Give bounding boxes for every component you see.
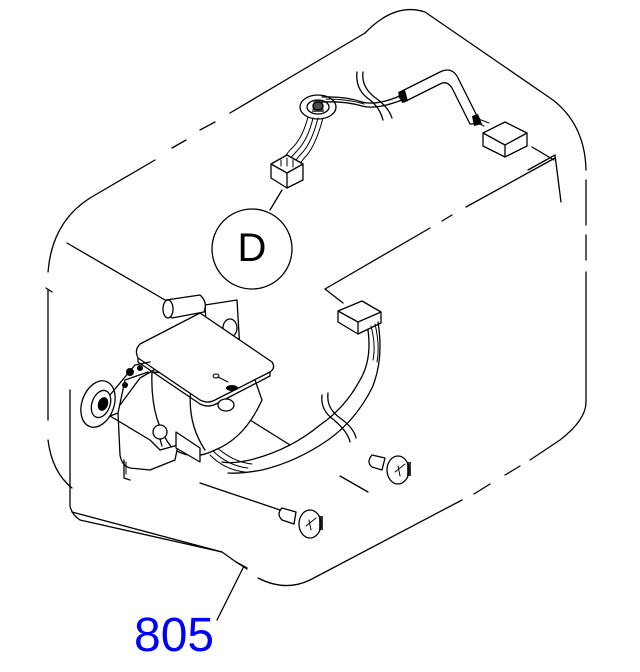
connector-middle	[337, 300, 382, 335]
wire-harness-upper	[279, 69, 490, 170]
callout-d	[211, 189, 293, 290]
callout-label: D	[237, 226, 267, 270]
inner-plane-lines	[66, 154, 562, 511]
wire-harness-lower	[209, 321, 381, 474]
connector-upper-left	[270, 154, 304, 189]
solenoid-motor-assembly	[80, 294, 275, 481]
part-number-label[interactable]: 805	[134, 609, 215, 662]
screw-right	[368, 454, 411, 485]
connector-upper-right	[482, 121, 555, 161]
part-number-leader	[216, 551, 248, 621]
screw-lower	[278, 507, 323, 539]
assembly-boundary	[45, 8, 587, 587]
